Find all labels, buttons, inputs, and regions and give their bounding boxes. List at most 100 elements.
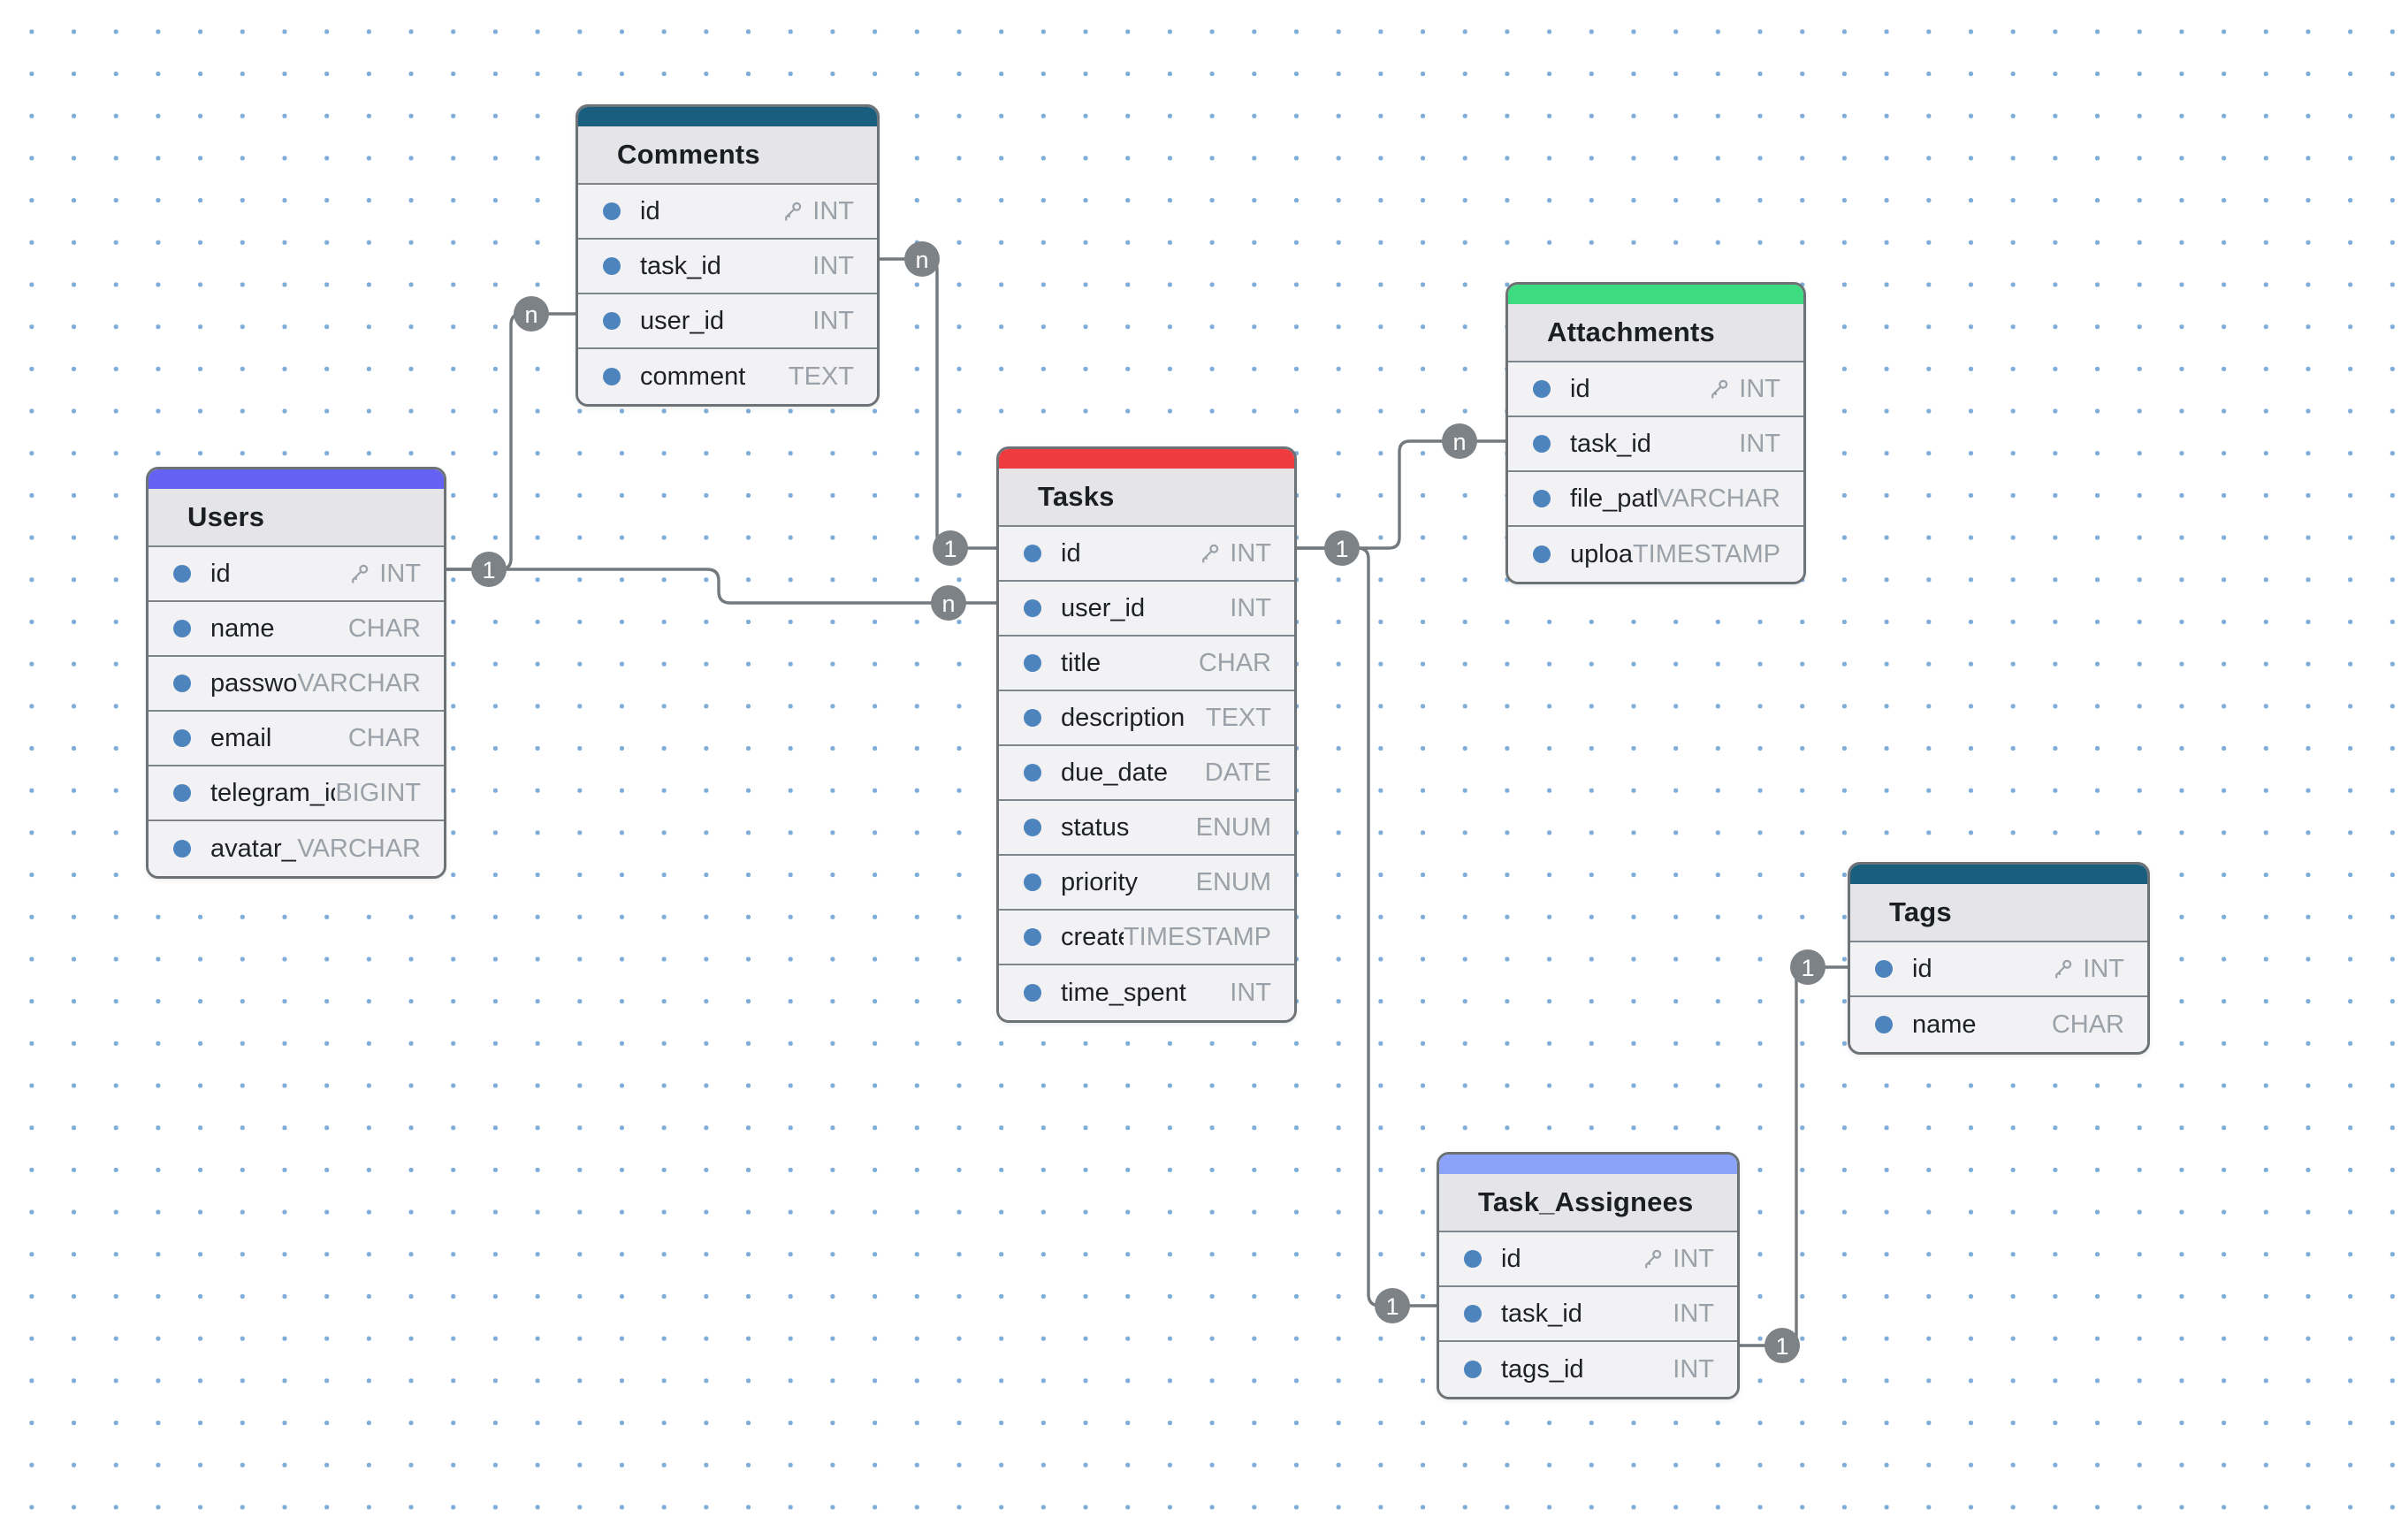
field-name: id <box>1912 954 1932 983</box>
field-type-label: INT <box>812 306 854 335</box>
field-type-label: TIMESTAMP <box>1123 922 1271 951</box>
field-row-tags-id[interactable]: id INT <box>1850 942 2147 997</box>
field-row-tasks-title[interactable]: title CHAR <box>999 637 1294 691</box>
field-name: email <box>210 723 272 752</box>
field-dot-icon <box>603 312 621 330</box>
field-dot-icon <box>1533 435 1551 453</box>
primary-key-icon <box>1202 544 1219 563</box>
cardinality-badge-circle <box>931 585 966 621</box>
cardinality-badge-label: 1 <box>1385 1293 1399 1320</box>
field-row-comments-id[interactable]: id INT <box>578 185 877 240</box>
table-title-tasks[interactable]: Tasks <box>999 469 1294 527</box>
relationship-edge-comments-task-id__tasks-id[interactable] <box>878 257 998 550</box>
relationship-edge-tasks-id__attachments-task-id[interactable] <box>1295 439 1507 550</box>
field-dot-icon <box>1024 764 1041 781</box>
table-title-comments[interactable]: Comments <box>578 126 877 185</box>
primary-key-icon <box>352 564 369 583</box>
table-title-label: Task_Assignees <box>1478 1186 1694 1217</box>
table-title-attachments[interactable]: Attachments <box>1508 304 1803 362</box>
field-type: VARCHAR <box>297 835 421 864</box>
table-users[interactable]: UsersidINTnameCHARpasswordVARCHARemailCH… <box>146 467 446 879</box>
field-type: BIGINT <box>335 779 421 808</box>
field-row-attachments-upload[interactable]: upload...TIMESTAMP <box>1508 527 1803 582</box>
relationship-edge-users-id__comments-user-id[interactable] <box>445 312 577 571</box>
table-title-task_assignees[interactable]: Task_Assignees <box>1439 1174 1737 1232</box>
table-attachments[interactable]: AttachmentsidINTtask_idINTfile_pathVARCH… <box>1505 282 1806 584</box>
table-title-label: Tasks <box>1038 481 1115 512</box>
field-type: CHAR <box>1199 649 1271 678</box>
field-type: CHAR <box>348 614 421 644</box>
field-name: title <box>1061 648 1101 677</box>
field-name: user_id <box>1061 593 1146 622</box>
field-type-label: TIMESTAMP <box>1632 539 1780 568</box>
field-row-users-name[interactable]: name CHAR <box>149 602 444 657</box>
field-dot-icon <box>1464 1250 1482 1268</box>
field-type-label: TEXT <box>788 362 854 391</box>
table-title-users[interactable]: Users <box>149 489 444 547</box>
field-type-label: CHAR <box>347 614 421 643</box>
cardinality-badge-circle <box>1324 530 1360 566</box>
cardinality-badge-circle <box>471 552 507 587</box>
relationship-edge-tags-id__task-assignees-tags-id[interactable] <box>1738 965 1849 1347</box>
field-type: ENUM <box>1196 868 1271 897</box>
field-row-tasks-created[interactable]: created...TIMESTAMP <box>999 911 1294 965</box>
field-type-label: CHAR <box>347 723 421 752</box>
field-dot-icon <box>173 840 191 858</box>
field-dot-icon <box>1024 928 1041 946</box>
relationship-edge-users-id__tasks-user-id[interactable] <box>445 568 998 605</box>
cardinality-badge-label: 1 <box>1801 955 1814 981</box>
field-row-users-email[interactable]: email CHAR <box>149 712 444 766</box>
field-type: DATE <box>1205 759 1271 788</box>
cardinality-badge-label: 1 <box>943 536 957 562</box>
cardinality-badge-circle <box>1442 423 1477 459</box>
field-type-label: INT <box>2083 954 2124 983</box>
cardinality-badge: 1 <box>1324 530 1360 566</box>
field-type-label: CHAR <box>2051 1010 2124 1039</box>
field-name: name <box>210 614 275 643</box>
relationship-edge-tasks-id__task-assignees-task-id[interactable] <box>1295 546 1438 1307</box>
cardinality-badge-label: n <box>524 301 537 328</box>
field-dot-icon <box>173 620 191 637</box>
field-type-label: INT <box>1739 429 1780 458</box>
field-type: INT <box>779 197 854 226</box>
field-type: VARCHAR <box>1657 484 1780 514</box>
field-row-users-password[interactable]: passwordVARCHAR <box>149 657 444 712</box>
field-type: INT <box>346 560 421 589</box>
cardinality-badge: n <box>904 241 940 277</box>
table-title-tags[interactable]: Tags <box>1850 884 2147 942</box>
table-title-label: Users <box>187 501 265 532</box>
field-type-label: INT <box>812 196 854 225</box>
field-name: id <box>640 196 660 225</box>
field-row-attachments-file_path[interactable]: file_pathVARCHAR <box>1508 472 1803 527</box>
primary-key-icon <box>785 202 802 221</box>
field-type: ENUM <box>1196 813 1271 842</box>
field-dot-icon <box>1875 1016 1893 1033</box>
table-title-label: Tags <box>1889 896 1952 927</box>
field-row-users-avatar_pa[interactable]: avatar_pa...VARCHAR <box>149 821 444 876</box>
cardinality-badge-label: n <box>1452 429 1466 455</box>
